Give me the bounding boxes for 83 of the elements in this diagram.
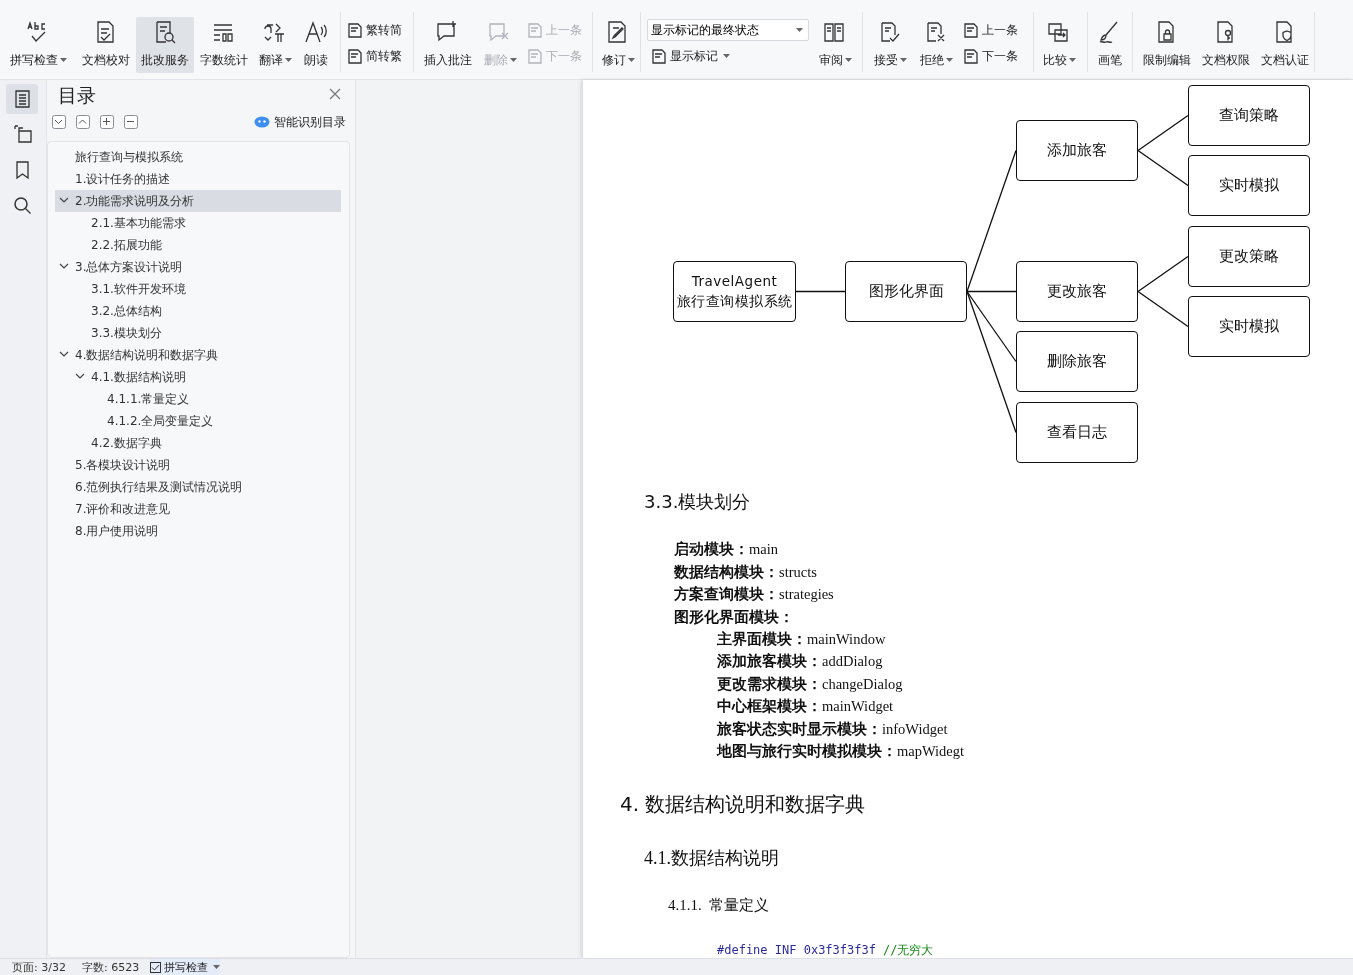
toc-entry: 3.3.模块划分: [91, 324, 162, 342]
toolbar-button: 下一条: [526, 46, 582, 66]
process-box: 删除旅客: [1016, 331, 1138, 392]
body-text: 中心框架模块：mainWidget: [717, 696, 894, 716]
toolbar-button: 限制编辑: [1140, 18, 1194, 71]
toolbar-button: 文档认证: [1258, 18, 1312, 71]
toc-entry: 4.数据结构说明和数据字典: [75, 346, 219, 364]
toolbar-button: 简转繁: [346, 46, 402, 66]
toolbar-button: 文档校对: [79, 18, 133, 71]
toc-entry: 4.1.2.全局变量定义: [107, 412, 214, 430]
toolbar-button: 插入批注: [421, 18, 475, 71]
toc-entry: 6.范例执行结果及测试情况说明: [75, 478, 243, 496]
toc-entry: 4.2.数据字典: [91, 434, 162, 452]
process-box: 查看日志: [1016, 402, 1138, 463]
process-box: 查询策略: [1188, 85, 1310, 146]
process-box: 图形化界面: [845, 261, 967, 322]
toc-entry: 2.2.拓展功能: [91, 236, 162, 254]
toolbar-button: 修订: [598, 18, 638, 71]
toc-entry: 3.总体方案设计说明: [75, 258, 183, 276]
panel-title: 目录: [58, 83, 96, 108]
status-text: 页面: 3/32: [12, 959, 66, 975]
connector-line: [1137, 114, 1189, 152]
toolbar-button: 审阅: [815, 18, 855, 71]
section-heading: 3.3.模块划分: [644, 490, 751, 514]
subsection-heading: 4.1.1. 常量定义: [668, 895, 770, 915]
body-text: 旅客状态实时显示模块：infoWidget: [717, 719, 948, 739]
toolbar-button: 显示标记: [650, 46, 730, 66]
body-text: 更改需求模块：changeDialog: [717, 674, 903, 694]
toolbar-button: 批改服务: [136, 17, 194, 73]
toc-entry: 3.1.软件开发环境: [91, 280, 186, 298]
toolbar-button: 拒绝: [916, 18, 956, 71]
chapter-heading: 4. 数据结构说明和数据字典: [620, 790, 866, 818]
toc-entry: 2.功能需求说明及分析: [75, 192, 195, 210]
toc-entry: 旅行查询与模拟系统: [75, 148, 183, 166]
process-box: 更改旅客: [1016, 261, 1138, 322]
toolbar-button: 删除: [480, 18, 520, 71]
body-text: 启动模块：main: [674, 539, 778, 559]
connector-line: [966, 149, 1017, 293]
toc-entry: 8.用户使用说明: [75, 522, 159, 540]
link-text: 智能识别目录: [274, 113, 346, 131]
toc-entry: 5.各模块设计说明: [75, 456, 171, 474]
code-comment: //无穷大: [883, 941, 934, 959]
connector-line: [966, 290, 1017, 363]
toc-entry: 2.1.基本功能需求: [91, 214, 186, 232]
process-box: 更改策略: [1188, 226, 1310, 287]
process-box: TravelAgent 旅行查询模拟系统: [673, 261, 796, 322]
connector-line: [966, 290, 1017, 434]
body-text: 方案查询模块：strategies: [674, 584, 834, 604]
toolbar-button: 上一条: [526, 20, 582, 40]
code-text: #define INF 0x3f3f3f3f: [717, 943, 876, 957]
body-text: 数据结构模块：structs: [674, 562, 817, 582]
toolbar-button: 上一条: [962, 20, 1018, 40]
section-heading: 4.1.数据结构说明: [644, 847, 779, 870]
connector-line: [795, 290, 846, 293]
connector-line: [1137, 290, 1189, 328]
dropdown-field: 显示标记的最终状态: [647, 19, 809, 41]
process-box: 实时模拟: [1188, 296, 1310, 357]
process-box: 添加旅客: [1016, 120, 1138, 181]
toolbar-button: 繁转简: [346, 20, 402, 40]
process-box: 实时模拟: [1188, 155, 1310, 216]
toolbar-button: 朗读: [300, 18, 332, 71]
toc-entry: 7.评价和改进意见: [75, 500, 171, 518]
toc-entry: 3.2.总体结构: [91, 302, 162, 320]
toolbar-button: 接受: [870, 18, 910, 71]
toolbar-button: 翻译: [255, 18, 295, 71]
toolbar-button: 比较: [1039, 18, 1079, 71]
toolbar-button: 拼写检查: [6, 18, 70, 71]
body-text: 主界面模块：mainWindow: [717, 629, 886, 649]
connector-line: [1137, 149, 1189, 187]
toolbar-button: 画笔: [1094, 18, 1126, 71]
toc-entry: 4.1.数据结构说明: [91, 368, 186, 386]
connector-line: [966, 290, 1017, 293]
body-text: 图形化界面模块：: [674, 607, 794, 627]
body-text: 添加旅客模块：addDialog: [717, 651, 883, 671]
checkbox-button: 拼写检查: [150, 959, 220, 975]
body-text: 地图与旅行实时模拟模块：mapWidegt: [717, 741, 965, 761]
toolbar-button: 下一条: [962, 46, 1018, 66]
toolbar-button: 文档权限: [1199, 18, 1253, 71]
connector-line: [1137, 255, 1189, 293]
toc-entry: 4.1.1.常量定义: [107, 390, 190, 408]
toolbar-button: 字数统计: [197, 18, 251, 71]
toc-entry: 1.设计任务的描述: [75, 170, 171, 188]
status-text: 字数: 6523: [82, 959, 140, 975]
